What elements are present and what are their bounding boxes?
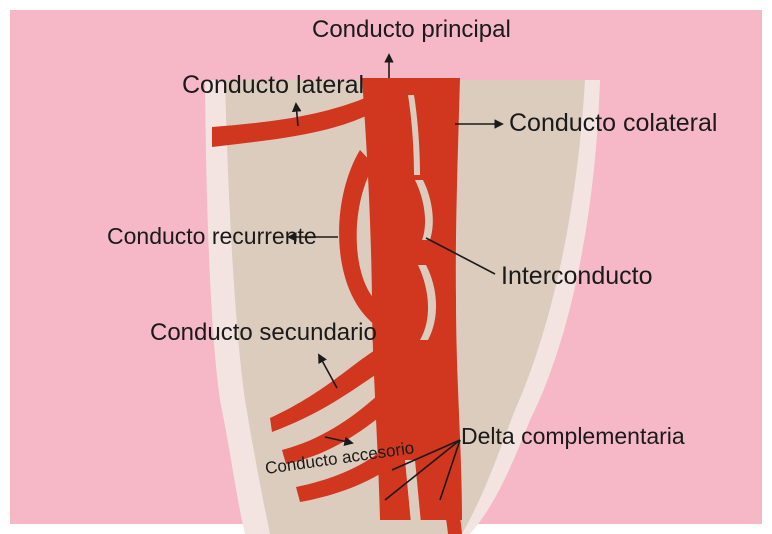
label-intercanal: Interconducto: [501, 262, 653, 290]
label-collateral-canal: Conducto colateral: [509, 109, 717, 137]
label-secondary-canal: Conducto secundario: [150, 319, 377, 346]
label-apical-delta: Delta complementaria: [461, 423, 685, 449]
label-lateral-canal: Conducto lateral: [182, 71, 364, 99]
label-recurrent-canal: Conducto recurrente: [107, 223, 317, 249]
label-main-canal: Conducto principal: [312, 16, 511, 43]
